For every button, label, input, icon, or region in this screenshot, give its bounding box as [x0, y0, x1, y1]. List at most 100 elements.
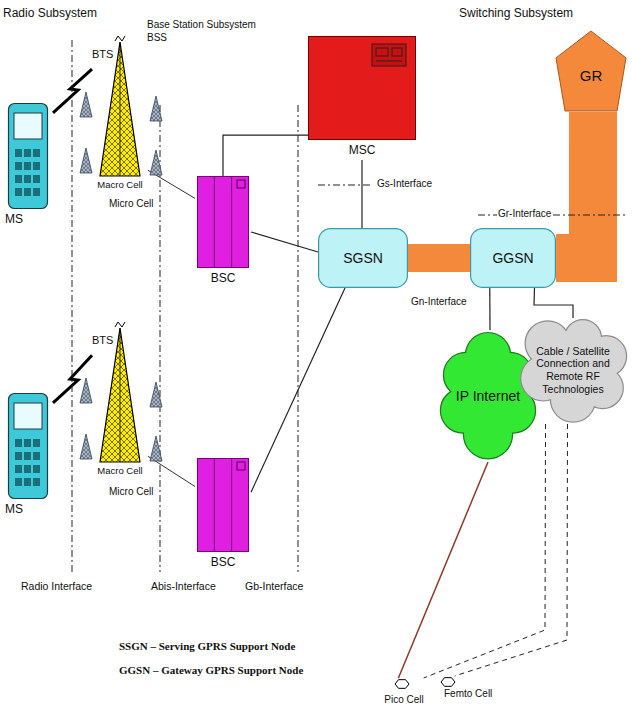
tower-node: BTS Macro Cell: [92, 36, 148, 194]
text-label: BSS: [146, 32, 168, 44]
node-label: BSC: [195, 271, 251, 285]
antenna-signal: [115, 322, 125, 327]
gr-node: GR: [555, 30, 627, 112]
micro-tower: [150, 150, 162, 175]
msc-shape: [308, 36, 416, 140]
cabinet-indicator: [237, 462, 245, 470]
node-label: MS: [5, 212, 53, 226]
support-node-box: [319, 229, 408, 288]
text-label: SSGN – Serving GPRS Support Node: [118, 640, 296, 653]
node-label: MS: [5, 502, 53, 516]
phone-key: [24, 452, 31, 460]
text-label: Micro Cell: [108, 486, 154, 498]
bsc-shape: [197, 176, 249, 268]
bsc-shape: [197, 458, 249, 552]
rbox-node: GGSN: [470, 228, 556, 288]
phone-key: [15, 465, 22, 473]
phone-shape: [8, 393, 48, 499]
node-label: Femto Cell: [444, 688, 498, 700]
phone-key: [33, 162, 40, 170]
phone-key: [33, 439, 40, 447]
micro-tower: [150, 96, 162, 121]
rbox-node: SGSN: [318, 228, 408, 288]
register-pentagon: [556, 31, 626, 111]
node-label: IP Internet: [444, 388, 532, 405]
connector: [489, 288, 490, 330]
node-label: BSC: [195, 555, 251, 569]
tower-node: BTSMacro Cell: [92, 322, 148, 480]
node-label: Macro Cell: [92, 465, 148, 476]
phone-node: MS: [5, 100, 53, 228]
phone-key: [33, 452, 40, 460]
phone-key: [24, 465, 31, 473]
text-label: Micro Cell: [108, 198, 154, 210]
connector: [398, 462, 488, 678]
interface-marker: [318, 185, 372, 186]
cabinet-divider: [214, 176, 215, 268]
text-label: Gn-Interface: [410, 296, 468, 308]
phone-body: [9, 104, 48, 209]
phone-key: [24, 149, 31, 157]
antenna-signal: [115, 36, 125, 41]
micro-tower: [80, 434, 92, 459]
connector: [223, 135, 308, 176]
support-node-box: [471, 229, 556, 288]
connector: [408, 244, 470, 272]
bsc-cabinet: [198, 459, 249, 552]
connector: [455, 424, 568, 676]
phone-key: [33, 478, 40, 486]
cloudY-node: Cable / Satellite Connection and Remote …: [518, 318, 628, 424]
msc-slot: [376, 61, 402, 62]
phone-key: [24, 478, 31, 486]
micro-tower: [150, 382, 162, 407]
phone-screen: [14, 403, 42, 429]
phone-key: [15, 452, 22, 460]
cell-hexagon: [395, 680, 409, 689]
phone-key: [33, 188, 40, 196]
hex-node: Femto Cell: [436, 676, 498, 706]
phone-key: [15, 439, 22, 447]
node-label: Cable / Satellite Connection and Remote …: [530, 345, 616, 395]
micro-tower: [80, 148, 92, 173]
bsc-node: BSC: [195, 176, 251, 288]
phone-node: MS: [5, 390, 53, 518]
interface-divider: [298, 105, 299, 572]
cabinet-divider: [231, 176, 232, 268]
phone-key: [24, 188, 31, 196]
cell-hexagon: [441, 678, 455, 687]
msc-panel: [372, 44, 406, 66]
connector: [556, 112, 593, 258]
connector: [251, 232, 318, 252]
tower-mast: [120, 42, 121, 176]
msc-cabinet: [309, 37, 416, 140]
hex-shape: [394, 678, 410, 690]
phone-key: [33, 175, 40, 183]
node-label: MSC: [308, 143, 416, 157]
tower-lattice: [100, 42, 140, 176]
phone-key: [33, 149, 40, 157]
phone-key: [15, 149, 22, 157]
node-label: GR: [555, 67, 627, 85]
phone-key: [15, 188, 22, 196]
tower-lattice: [100, 328, 140, 462]
connector: [424, 424, 546, 678]
micro-tower: [150, 436, 162, 461]
cabinet-indicator: [237, 180, 245, 188]
node-label: Pico Cell: [376, 694, 432, 706]
node-label: BTS: [92, 48, 118, 61]
text-label: Base Station Subsystem: [146, 19, 257, 31]
hex-node: Pico Cell: [376, 678, 432, 711]
phone-key: [15, 175, 22, 183]
node-label: Macro Cell: [92, 179, 148, 190]
connector: [534, 288, 573, 318]
micro-tower: [80, 92, 92, 117]
text-label: Switching Subsystem: [458, 6, 574, 20]
tower-mast: [120, 328, 121, 462]
phone-key: [15, 162, 22, 170]
msc-node: MSC: [308, 36, 416, 160]
phone-shape: [8, 103, 48, 209]
text-label: Radio Interface: [20, 580, 93, 593]
cloudG-node: IP Internet: [438, 330, 538, 462]
